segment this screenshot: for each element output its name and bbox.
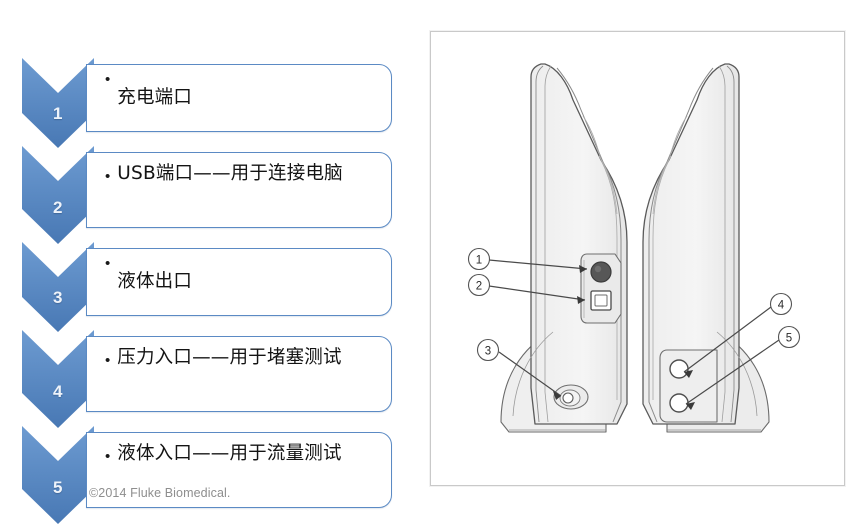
list-item-box-5[interactable]: • 液体入口——用于流量测试 (86, 432, 392, 508)
device-left-view (500, 63, 628, 433)
list-item-text-2: USB端口——用于连接电脑 (117, 163, 343, 184)
chevron-shape-2 (22, 146, 94, 244)
callout-number-5: 5 (786, 333, 792, 345)
charging-port-icon (590, 261, 612, 283)
bullet-icon: • (105, 71, 111, 88)
device-illustration: 1 2 3 4 5 (467, 63, 801, 433)
bullet-icon: • (105, 168, 111, 185)
device-figure-frame: 1 2 3 4 5 (430, 31, 845, 486)
callout-bubbles: 1 2 3 4 5 (467, 247, 801, 362)
list-item-box-4[interactable]: • 压力入口——用于堵塞测试 (86, 336, 392, 412)
list-item-box-3[interactable]: • 液体出口 (86, 248, 392, 316)
list-item-text-3: 液体出口 (117, 270, 193, 292)
callout-leader-3 (498, 351, 562, 397)
device-right-view (642, 63, 770, 433)
fluid-inlet-icon (669, 393, 689, 413)
callout-bubble-4: 4 (769, 292, 793, 316)
copyright-notice: ©2014 Fluke Biomedical. (89, 486, 231, 500)
callout-leader-5 (685, 339, 780, 405)
list-item-text-5: 液体入口——用于流量测试 (117, 443, 342, 464)
callout-number-2: 2 (476, 281, 482, 293)
chevron-shape-3 (22, 242, 94, 332)
callout-number-4: 4 (778, 300, 785, 312)
callout-number-1: 1 (476, 255, 482, 267)
pressure-inlet-icon (669, 359, 689, 379)
callout-bubble-3: 3 (476, 338, 500, 362)
list-item-text-4: 压力入口——用于堵塞测试 (117, 347, 342, 368)
chevron-shape-5 (22, 426, 94, 524)
bullet-icon: • (105, 255, 111, 272)
callout-arrowheads (553, 265, 695, 410)
list-item-box-2[interactable]: • USB端口——用于连接电脑 (86, 152, 392, 228)
chevron-shape-4 (22, 330, 94, 428)
bullet-icon: • (105, 448, 111, 465)
list-item-text-1: 充电端口 (117, 86, 193, 108)
callout-leader-4 (683, 306, 772, 373)
callout-leader-2 (488, 285, 586, 301)
list-item-box-1[interactable]: • 充电端口 (86, 64, 392, 132)
fluid-outlet-icon (562, 392, 574, 404)
callout-bubble-1: 1 (467, 247, 491, 271)
callout-group (488, 259, 780, 405)
numbered-chevron-list: 1 • 充电端口 2 • (22, 58, 392, 524)
callout-leader-1 (488, 259, 588, 270)
bullet-icon: • (105, 352, 111, 369)
callout-bubble-2: 2 (467, 273, 491, 297)
callout-number-3: 3 (485, 346, 491, 358)
chevron-shape-1 (22, 58, 94, 148)
callout-bubble-5: 5 (777, 325, 801, 349)
